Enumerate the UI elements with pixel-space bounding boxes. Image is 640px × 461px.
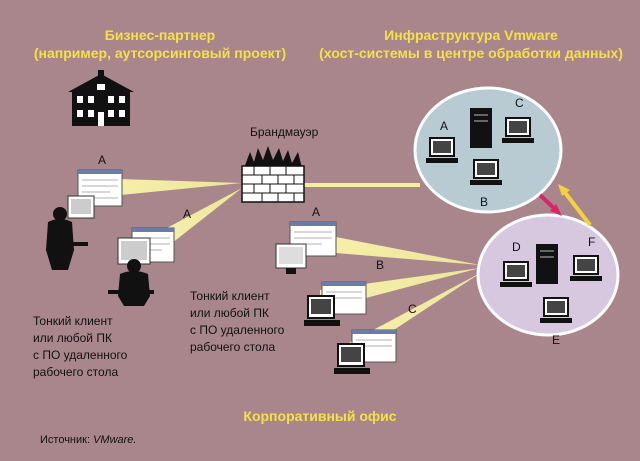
firewall-icon <box>241 146 305 203</box>
beam-office-a <box>300 230 480 265</box>
pc-icon-bottom-f <box>570 255 602 281</box>
client-letter-office-a: A <box>312 205 321 219</box>
host-label-d: D <box>512 240 521 254</box>
host-label-e: E <box>552 333 561 347</box>
pc-icon-bottom-d <box>500 261 532 287</box>
partner-client-right <box>108 227 175 306</box>
office-client-b <box>304 281 367 326</box>
host-label-a: A <box>440 119 449 133</box>
beam-partner-top <box>90 178 242 198</box>
building-icon <box>68 70 134 126</box>
client-letter-partner-right: A <box>183 207 192 221</box>
client-letter-office-b: B <box>376 258 385 272</box>
thin-client-line: Тонкий клиент <box>190 289 270 303</box>
thin-client-line: или любой ПК <box>190 306 269 320</box>
infra-title: Инфраструктура Vmware (хост-системы в це… <box>306 26 636 62</box>
sync-arrows <box>538 184 592 227</box>
source-note: Источник: VMware. <box>40 434 136 446</box>
thin-client-note-partner: Тонкий клиент или любой ПК с ПО удаленно… <box>33 313 127 381</box>
partner-title: Бизнес-партнер (например, аутсорсинговый… <box>15 26 305 62</box>
office-client-c <box>334 329 397 374</box>
partner-title-line2: (например, аутсорсинговый проект) <box>33 45 287 61</box>
partner-client-top <box>46 169 123 270</box>
pc-icon-top-a <box>426 137 458 163</box>
infra-title-line1: Инфраструктура Vmware <box>384 27 558 43</box>
office-title: Корпоративный офис <box>243 408 397 424</box>
thin-client-line: Тонкий клиент <box>33 314 113 328</box>
thin-client-line: с ПО удаленного <box>33 348 128 362</box>
host-label-f: F <box>588 235 596 249</box>
thin-client-line: рабочего стола <box>190 340 276 354</box>
pc-icon-top-b <box>470 159 502 185</box>
beam-firewall-host <box>300 183 420 187</box>
server-icon-bottom <box>536 244 558 284</box>
thin-client-note-office: Тонкий клиент или любой ПК с ПО удаленно… <box>190 288 284 356</box>
thin-client-line: или любой ПК <box>33 331 112 345</box>
host-label-b: B <box>480 195 489 209</box>
pc-icon-bottom-e <box>540 297 572 323</box>
firewall-label: Брандмауэр <box>250 125 319 139</box>
infra-title-line2: (хост-системы в центре обработки данных) <box>319 45 623 61</box>
partner-title-line1: Бизнес-партнер <box>104 27 216 43</box>
source-name: VMware. <box>93 434 137 446</box>
thin-client-line: рабочего стола <box>33 365 119 379</box>
source-label: Источник: <box>40 434 91 446</box>
client-letter-office-c: C <box>408 302 417 316</box>
office-client-a <box>275 221 337 274</box>
thin-client-line: с ПО удаленного <box>190 323 285 337</box>
server-icon-top <box>470 108 492 148</box>
client-letter-partner-top: A <box>98 153 107 167</box>
host-label-c: C <box>515 96 524 110</box>
pc-icon-top-c <box>502 117 534 143</box>
